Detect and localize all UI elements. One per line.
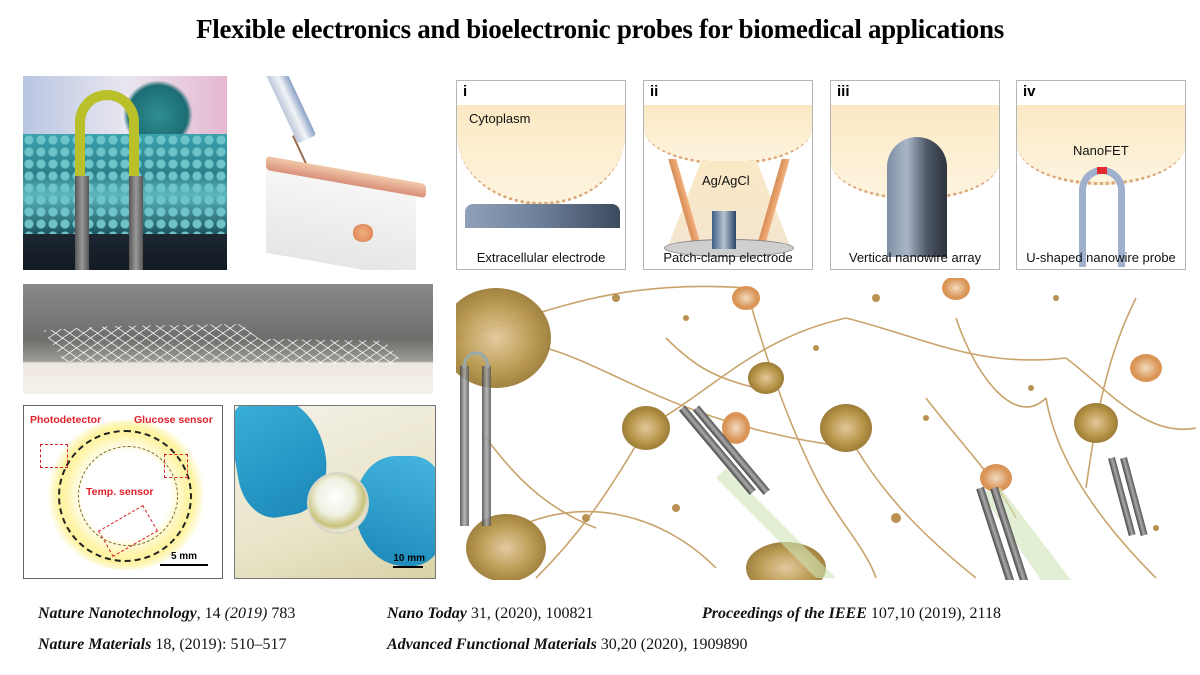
citation-volume: 14 (200, 605, 225, 622)
neural-network-illustration (456, 278, 1196, 580)
separator: , (196, 605, 201, 622)
cell-cytoplasm (644, 105, 812, 165)
citation-details: 30,20 (2020), 1909890 (596, 636, 748, 653)
slide-title: Flexible electronics and bioelectronic p… (196, 14, 1004, 44)
u-shaped-nanowire (75, 90, 139, 180)
syringe-barrel (260, 76, 317, 144)
glucose-sensor-label: Glucose sensor (134, 414, 213, 426)
scale-bar: 10 mm (393, 553, 425, 568)
schematic-panel-iv: iv NanoFET U-shaped nanowire probe (1016, 80, 1186, 270)
temp-sensor-label: Temp. sensor (86, 486, 154, 498)
inner-serpentine-wire (78, 446, 178, 546)
citation-details: 31, (2020), 100821 (466, 605, 594, 622)
schematic-panel-i: i Cytoplasm Extracellular electrode (456, 80, 626, 270)
panel-caption: Vertical nanowire array (848, 250, 982, 265)
journal-name: Nano Today (387, 605, 467, 622)
photodetector-label: Photodetector (30, 414, 102, 426)
extracellular-electrode (465, 204, 620, 228)
smart-contact-lens (307, 472, 369, 534)
citation-pages: 783 (267, 605, 296, 622)
schematic-panel-ii: ii Ag/AgCl Patch-clamp electrode (643, 80, 813, 270)
ag-agcl-label: Ag/AgCl (702, 173, 750, 188)
scale-bar-label: 10 mm (393, 553, 425, 564)
citation-nature-nanotechnology: Nature Nanotechnology, 14 (2019) 783 (38, 605, 295, 623)
panel-number: ii (650, 83, 659, 100)
scale-bar-line (160, 564, 208, 566)
mesh-electronics-photo (23, 284, 433, 394)
neuron-soma (456, 288, 551, 388)
journal-name: Nature Materials (38, 636, 152, 653)
contact-lens-diagram: Photodetector Glucose sensor Temp. senso… (23, 405, 223, 579)
journal-name: Proceedings of the IEEE (702, 605, 867, 622)
panel-number: iii (837, 83, 850, 100)
nanofet-element (1097, 167, 1107, 174)
panel-number: i (463, 83, 468, 100)
ag-agcl-electrode (712, 211, 736, 249)
scale-bar-line (393, 566, 424, 568)
nanowire-leg-right (129, 176, 143, 270)
injected-mesh (352, 224, 374, 242)
journal-name: Nature Nanotechnology (38, 605, 197, 622)
citation-proceedings-ieee: Proceedings of the IEEE 107,10 (2019), 2… (702, 605, 1001, 623)
syringe-injection-image (240, 76, 430, 270)
contact-lens-photo: 10 mm (234, 405, 436, 579)
citation-details: 107,10 (2019), 2118 (866, 605, 1001, 622)
citation-details: 18, (2019): 510–517 (151, 636, 287, 653)
panel-caption: Patch-clamp electrode (663, 250, 793, 265)
panel-number: iv (1023, 83, 1036, 100)
citation-advanced-functional-materials: Advanced Functional Materials 30,20 (202… (387, 636, 747, 654)
neuron-drawing (456, 278, 1196, 580)
citation-nature-materials: Nature Materials 18, (2019): 510–517 (38, 636, 286, 654)
nanowire-leg-left (75, 176, 89, 270)
journal-name: Advanced Functional Materials (387, 636, 597, 653)
membrane-probe-image (23, 76, 227, 270)
glove-finger-right (355, 456, 435, 566)
vertical-nanowire (887, 137, 947, 257)
glucose-sensor-box (164, 454, 188, 478)
schematic-panel-iii: iii Vertical nanowire array (830, 80, 1000, 270)
scale-bar: 5 mm (160, 551, 208, 566)
scale-bar-label: 5 mm (170, 551, 198, 562)
mesh-net (43, 324, 403, 364)
panel-caption: U-shaped nanowire probe (1026, 250, 1176, 265)
outer-serpentine-wire (58, 430, 192, 562)
citation-year: (2019) (224, 605, 268, 622)
panel-caption: Extracellular electrode (476, 250, 606, 265)
cytoplasm-label: Cytoplasm (469, 111, 531, 126)
nanofet-label: NanoFET (1073, 143, 1129, 158)
photodetector-box (40, 444, 68, 468)
citation-nano-today: Nano Today 31, (2020), 100821 (387, 605, 594, 623)
